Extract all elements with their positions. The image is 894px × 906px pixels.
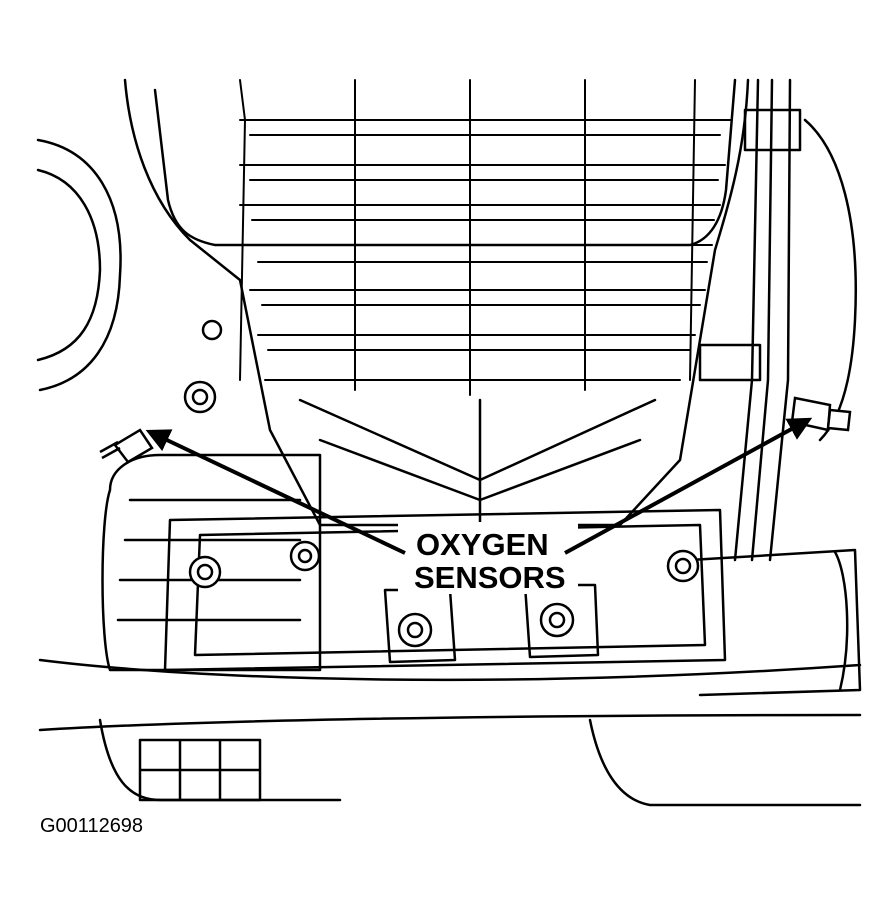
callout-label-line2: SENSORS (414, 560, 566, 595)
lower-right-housing (588, 718, 862, 807)
left-exhaust-body (101, 453, 322, 672)
bolt-icon (289, 540, 321, 572)
bolt-icon (183, 380, 217, 414)
leader-arrow-right (564, 417, 813, 555)
lower-grille (138, 738, 262, 802)
right-exhaust-pipe-end (833, 550, 849, 692)
crossmember (163, 508, 727, 672)
callout-label-line1: OXYGEN (416, 527, 549, 562)
bolt-icon (397, 612, 433, 648)
left-round-component-inner (36, 168, 102, 362)
bolt-icon (201, 319, 223, 341)
engine-linework (36, 78, 862, 807)
leader-arrow-left (145, 429, 406, 555)
bolts (183, 319, 700, 648)
line-clamp-upper (743, 108, 802, 152)
left-round-component (36, 138, 122, 392)
frame-rail-top (38, 658, 862, 682)
oil-pan-grid (239, 79, 731, 396)
right-exhaust-pipe (688, 548, 862, 697)
line-clamp-lower (698, 343, 762, 382)
right-frame (803, 118, 857, 442)
left-exhaust-ribs (116, 498, 302, 622)
oil-pan-outer (123, 78, 750, 527)
oil-pan-v-ribs (298, 398, 657, 527)
bolt-icon (539, 602, 575, 638)
bolt-icon (188, 555, 222, 589)
bolt-icon (666, 549, 700, 583)
figure-code: G00112698 (40, 815, 143, 837)
lower-left-housing (98, 718, 342, 802)
frame-rail-bottom (38, 713, 862, 732)
cooler-lines (733, 78, 792, 562)
callout-backing (398, 522, 578, 594)
